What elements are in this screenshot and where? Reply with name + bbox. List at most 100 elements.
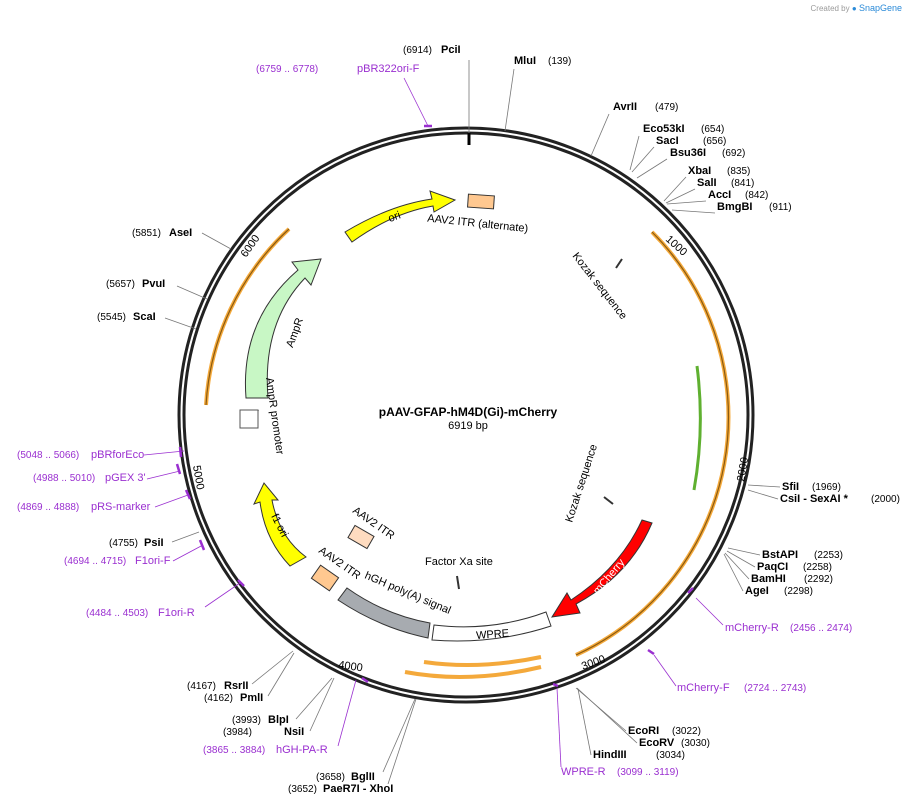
- restriction-site-name[interactable]: Eco53kI: [643, 123, 685, 135]
- site-leader-line: [295, 677, 333, 720]
- plasmid-name: pAAV-GFAP-hM4D(Gi)-mCherry: [379, 405, 558, 419]
- restriction-site-name[interactable]: BmgBI: [717, 201, 752, 213]
- site-position: (3658): [316, 772, 345, 783]
- site-leader-line: [629, 135, 640, 171]
- restriction-site-name[interactable]: RsrII: [224, 680, 248, 692]
- site-leader-line: [590, 113, 610, 157]
- tick-2000: 2000: [735, 456, 751, 482]
- wpre-feature[interactable]: [431, 611, 552, 642]
- restriction-site-name[interactable]: CsiI - SexAI *: [780, 493, 849, 505]
- site-leader-line: [309, 677, 335, 732]
- primer-range: (6759 .. 6778): [256, 64, 318, 75]
- primer-leader-line: [556, 687, 562, 768]
- ampr-label: AmpR: [284, 316, 306, 349]
- ori-label: ori: [387, 210, 403, 225]
- restriction-site-name[interactable]: AvrII: [613, 101, 637, 113]
- backbone-outer-circle: [177, 126, 755, 704]
- site-position: (842): [745, 190, 768, 201]
- site-position: (3984): [223, 727, 252, 738]
- itr-feature-2[interactable]: [310, 564, 340, 592]
- ori-feature[interactable]: [344, 190, 457, 243]
- restriction-site-name[interactable]: BamHI: [751, 573, 786, 585]
- snapgene-logo-icon: ●: [851, 4, 857, 13]
- restriction-site-name[interactable]: BlpI: [268, 714, 289, 726]
- site-position: (479): [655, 102, 678, 113]
- primer-name[interactable]: mCherry-F: [677, 682, 730, 694]
- restriction-site-name[interactable]: AgeI: [745, 585, 769, 597]
- primer-binding-mark: [175, 463, 182, 475]
- primer-name[interactable]: F1ori-F: [135, 555, 171, 567]
- site-position: (2292): [804, 574, 833, 585]
- restriction-site-name[interactable]: BstAPI: [762, 549, 798, 561]
- site-leader-line: [723, 553, 744, 592]
- snapgene-credit: Created by ● SnapGene: [811, 3, 903, 13]
- site-position: (3022): [672, 726, 701, 737]
- primer-range: (4869 .. 4888): [17, 502, 79, 513]
- primer-name[interactable]: WPRE-R: [561, 766, 606, 778]
- restriction-site-name[interactable]: SalI: [697, 177, 717, 189]
- primer-name[interactable]: mCherry-R: [725, 622, 779, 634]
- site-position: (3030): [681, 738, 710, 749]
- site-leader-line: [726, 550, 756, 568]
- restriction-site-name[interactable]: EcoRI: [628, 725, 659, 737]
- restriction-site-name[interactable]: BglII: [351, 771, 375, 783]
- restriction-site-name[interactable]: SfiI: [782, 481, 799, 493]
- site-leader-line: [724, 552, 750, 580]
- primer-leader-line: [403, 77, 429, 127]
- restriction-site-name[interactable]: PvuI: [142, 278, 165, 290]
- restriction-site-name[interactable]: PmlI: [240, 692, 263, 704]
- primer-name[interactable]: pRS-marker: [91, 501, 151, 513]
- itr-alternate-feature[interactable]: [467, 193, 495, 210]
- orf-arc-left-inner: [205, 228, 290, 406]
- primer-name[interactable]: hGH-PA-R: [276, 744, 328, 756]
- site-position: (2253): [814, 550, 843, 561]
- primer-range: (4988 .. 5010): [33, 473, 95, 484]
- restriction-site-name[interactable]: PciI: [441, 44, 461, 56]
- primer-binding-mark: [237, 579, 245, 587]
- restriction-site-name[interactable]: MluI: [514, 55, 536, 67]
- orf-arc-bottom-2: [404, 665, 542, 679]
- restriction-site-name[interactable]: NsiI: [284, 726, 304, 738]
- restriction-site-name[interactable]: PsiI: [144, 537, 164, 549]
- ampr-feature[interactable]: [244, 258, 322, 399]
- restriction-site-name[interactable]: AseI: [169, 227, 192, 239]
- restriction-site-name[interactable]: Bsu36I: [670, 147, 706, 159]
- credit-prefix: Created by: [810, 4, 850, 13]
- site-leader-line: [171, 531, 200, 543]
- primer-binding-mark: [178, 446, 183, 458]
- kozak-mark-2: [603, 496, 614, 505]
- restriction-site-name[interactable]: HindIII: [593, 749, 627, 761]
- site-leader-line: [176, 285, 208, 300]
- mcherry-feature[interactable]: [551, 519, 653, 618]
- restriction-site-name[interactable]: SacI: [656, 135, 679, 147]
- restriction-site-name[interactable]: ScaI: [133, 311, 156, 323]
- primer-range: (2724 .. 2743): [744, 683, 806, 694]
- ampr-promoter-box[interactable]: [239, 409, 259, 429]
- primer-name[interactable]: pGEX 3': [105, 472, 146, 484]
- backbone-inner-circle: [182, 131, 750, 699]
- primer-name[interactable]: pBR322ori-F: [357, 63, 420, 75]
- primer-name[interactable]: F1ori-R: [158, 607, 195, 619]
- primer-binding-mark: [647, 648, 655, 656]
- restriction-site-name[interactable]: EcoRV: [639, 737, 675, 749]
- site-position: (3034): [656, 750, 685, 761]
- f1ori-feature[interactable]: [253, 482, 307, 567]
- restriction-site-name[interactable]: PaqCI: [757, 561, 788, 573]
- site-position: (2258): [803, 562, 832, 573]
- site-position: (139): [548, 56, 571, 67]
- primer-binding-mark: [184, 489, 192, 500]
- itr-feature-1[interactable]: [347, 524, 375, 550]
- primer-leader-line: [695, 597, 724, 626]
- restriction-site-name[interactable]: PaeR7I - XhoI: [323, 783, 393, 795]
- site-leader-line: [576, 687, 638, 744]
- site-leader-line: [504, 68, 515, 132]
- primer-labels: (6759 .. 6778)pBR322ori-F(2456 .. 2474)m…: [17, 63, 852, 778]
- restriction-site-name[interactable]: AccI: [708, 189, 731, 201]
- restriction-site-name[interactable]: XbaI: [688, 165, 711, 177]
- primer-range: (5048 .. 5066): [17, 450, 79, 461]
- site-leader-line: [631, 146, 655, 173]
- site-leader-line: [666, 200, 707, 205]
- hgh-polya-feature[interactable]: [337, 587, 431, 639]
- primer-name[interactable]: pBRforEco: [91, 449, 144, 461]
- primer-leader-line: [154, 494, 189, 508]
